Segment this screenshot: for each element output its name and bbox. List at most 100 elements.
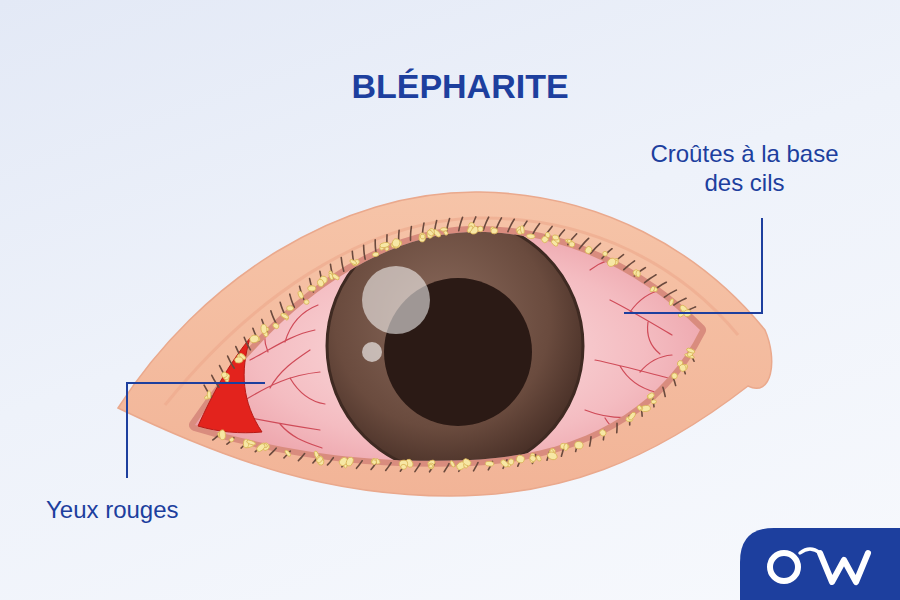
crust bbox=[372, 252, 379, 257]
crust bbox=[603, 251, 608, 256]
crust bbox=[563, 444, 570, 450]
crust bbox=[637, 405, 643, 411]
eyelash bbox=[410, 226, 413, 240]
crust bbox=[647, 392, 656, 400]
highlight bbox=[362, 266, 430, 334]
crust bbox=[371, 459, 378, 466]
crust bbox=[304, 300, 310, 305]
crust bbox=[272, 322, 280, 330]
crust bbox=[563, 443, 568, 450]
crust bbox=[584, 245, 593, 255]
callout-label: Croûtes à la base des cils bbox=[637, 140, 852, 198]
crust bbox=[678, 363, 687, 372]
crust bbox=[535, 455, 542, 462]
crust bbox=[672, 373, 678, 379]
crust bbox=[420, 234, 426, 240]
crust bbox=[574, 441, 583, 449]
title: BLÉPHARITE bbox=[10, 66, 900, 107]
crust bbox=[371, 458, 378, 465]
eyelash bbox=[483, 217, 488, 230]
crust bbox=[568, 241, 575, 248]
crust bbox=[316, 455, 324, 463]
leader-line bbox=[127, 383, 265, 478]
eyelash bbox=[674, 298, 686, 305]
eyelash bbox=[364, 245, 366, 259]
crust bbox=[426, 229, 434, 237]
crust bbox=[379, 242, 389, 248]
crust bbox=[526, 234, 535, 239]
eyelash bbox=[386, 463, 391, 471]
crust bbox=[606, 257, 618, 269]
crust bbox=[632, 269, 641, 278]
logo bbox=[740, 528, 900, 600]
eyelash bbox=[532, 224, 539, 236]
crust bbox=[491, 228, 498, 235]
crust bbox=[462, 457, 472, 467]
eyelash bbox=[327, 458, 333, 465]
upper-margin bbox=[200, 233, 698, 418]
crust bbox=[349, 259, 357, 266]
crust bbox=[328, 273, 334, 281]
crust bbox=[628, 411, 637, 421]
crust bbox=[391, 238, 401, 248]
crust bbox=[649, 286, 655, 293]
crust bbox=[261, 324, 268, 334]
crust bbox=[466, 225, 473, 233]
eyelash bbox=[664, 290, 676, 297]
crust bbox=[426, 228, 436, 240]
eyelash bbox=[341, 258, 344, 272]
crust bbox=[428, 463, 434, 469]
crust bbox=[308, 285, 317, 291]
crust bbox=[219, 430, 226, 440]
eyelash bbox=[270, 448, 277, 455]
crust bbox=[249, 334, 260, 343]
eyelash bbox=[459, 217, 463, 230]
crust bbox=[546, 451, 558, 461]
crust bbox=[443, 230, 449, 236]
crust bbox=[500, 459, 510, 469]
crust bbox=[287, 306, 294, 311]
crust bbox=[316, 455, 325, 466]
crust bbox=[429, 464, 434, 468]
eyelash bbox=[544, 226, 552, 237]
crust bbox=[207, 391, 211, 399]
crust bbox=[520, 225, 525, 234]
leader-line bbox=[624, 218, 762, 313]
eyelash bbox=[298, 454, 304, 461]
eyelash bbox=[444, 464, 449, 472]
crust bbox=[485, 461, 494, 466]
eyelashes bbox=[204, 217, 695, 472]
crust bbox=[307, 285, 316, 292]
crust bbox=[545, 232, 551, 239]
crust bbox=[529, 454, 538, 463]
iris bbox=[327, 218, 583, 474]
eyelash bbox=[290, 294, 295, 307]
eyelash bbox=[616, 423, 618, 432]
crust bbox=[516, 454, 526, 463]
eyelash bbox=[602, 249, 612, 259]
eyelash bbox=[590, 437, 591, 446]
crust bbox=[246, 439, 256, 446]
crusts bbox=[204, 222, 696, 471]
crust bbox=[280, 312, 289, 320]
eyelash bbox=[228, 356, 235, 368]
crust bbox=[686, 347, 696, 354]
eyelash bbox=[520, 221, 527, 233]
eyelash bbox=[624, 261, 635, 270]
crust bbox=[345, 456, 354, 467]
crust bbox=[669, 298, 675, 306]
crust bbox=[234, 356, 243, 363]
crust bbox=[477, 226, 483, 232]
lower-margin bbox=[200, 332, 698, 461]
eyelash bbox=[415, 464, 420, 472]
eyelash bbox=[212, 375, 219, 387]
crust bbox=[598, 428, 607, 437]
crust bbox=[550, 239, 559, 247]
eyelash bbox=[356, 461, 362, 469]
eyelash bbox=[645, 275, 656, 283]
eyelid-skin bbox=[118, 192, 772, 496]
eyelash bbox=[271, 311, 276, 324]
eyelash bbox=[508, 219, 514, 231]
callout-label: Yeux rouges bbox=[46, 496, 306, 525]
blood-vessels bbox=[235, 258, 672, 448]
